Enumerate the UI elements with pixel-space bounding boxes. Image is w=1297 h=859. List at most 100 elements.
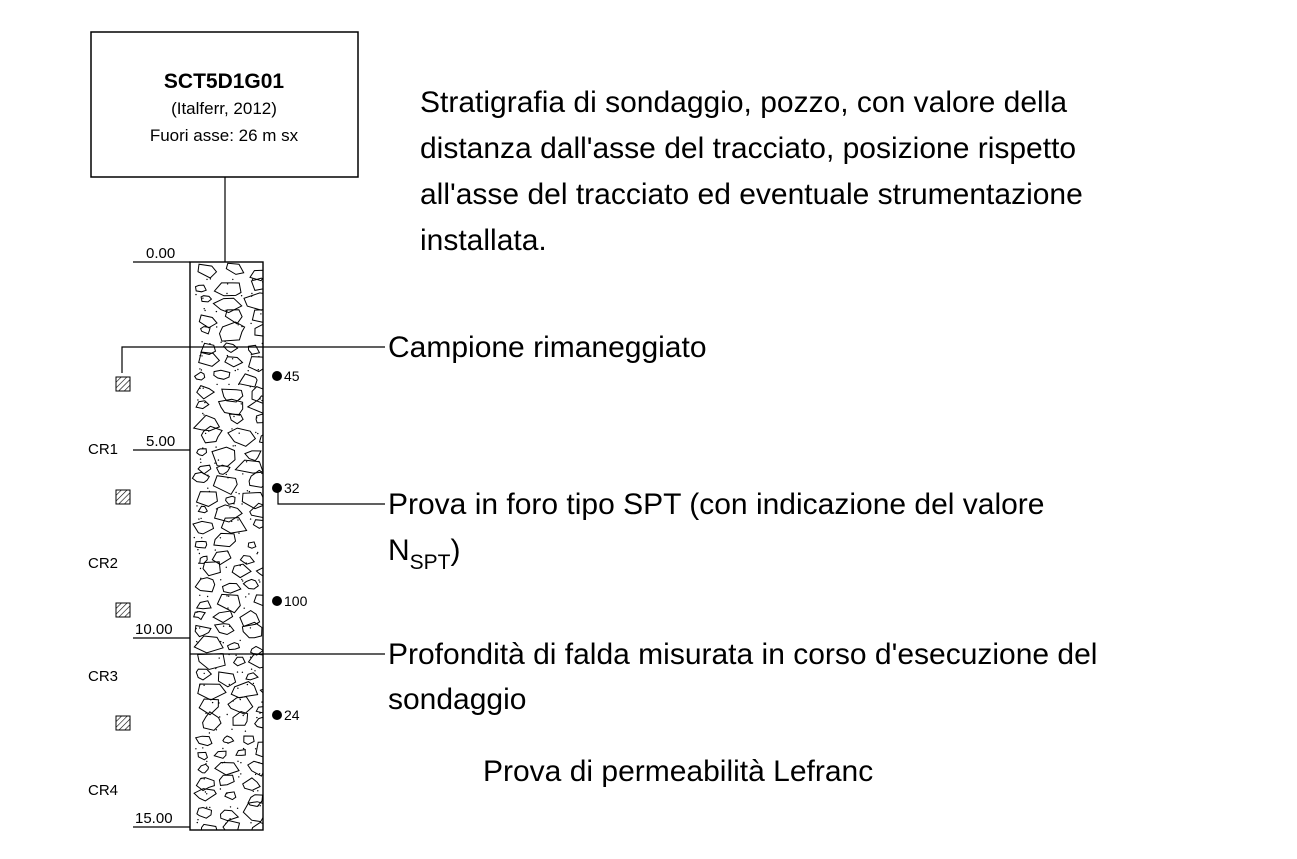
gravel-clast <box>224 309 243 325</box>
gravel-clast <box>213 504 243 523</box>
gravel-clast <box>252 519 263 529</box>
sand-dot <box>215 667 217 670</box>
gravel-clast <box>197 683 227 701</box>
description-line: distanza dall'asse del tracciato, posizi… <box>420 132 1076 165</box>
sand-dot <box>271 446 272 447</box>
sand-dot <box>195 293 197 296</box>
sample-square <box>115 489 131 505</box>
sand-dot <box>219 788 222 790</box>
gravel-clast <box>247 794 263 808</box>
sand-dot <box>226 595 228 597</box>
sand-dot <box>203 672 205 675</box>
sand-dot <box>207 487 209 489</box>
sand-dot <box>200 369 203 371</box>
gravel-clast <box>221 388 244 403</box>
sand-dot <box>237 687 239 689</box>
gravel-clast <box>198 351 221 367</box>
sand-dot <box>199 627 201 629</box>
sand-dot <box>232 278 234 281</box>
sand-dot <box>195 748 197 750</box>
sand-dot <box>245 461 248 463</box>
sand-dot <box>257 790 259 792</box>
sand-dot <box>208 430 210 432</box>
gravel-clast <box>214 761 240 776</box>
gravel-clast <box>193 371 206 381</box>
sand-dot <box>219 537 222 539</box>
sand-dot <box>249 627 252 629</box>
sand-dot <box>222 642 224 644</box>
sand-dot <box>211 701 214 704</box>
sand-dot <box>249 386 251 388</box>
gravel-clast <box>226 642 241 651</box>
sand-dot <box>267 313 268 314</box>
sand-dot <box>227 742 229 744</box>
sand-dot <box>244 730 247 732</box>
sand-dot <box>257 551 259 554</box>
sand-dot <box>238 776 240 778</box>
sand-dot <box>231 520 233 523</box>
spt-value: 32 <box>284 480 300 496</box>
gravel-clast <box>255 706 263 714</box>
gravel-clast <box>216 593 241 614</box>
sand-dot <box>197 819 199 821</box>
sand-dot <box>232 445 234 447</box>
gravel-clast <box>212 475 238 496</box>
gravel-clast <box>234 459 263 474</box>
sand-dot <box>270 343 271 344</box>
sand-dot <box>258 579 260 581</box>
gravel-clast <box>195 668 213 681</box>
gravel-clast <box>191 471 211 484</box>
sand-dot <box>246 683 249 686</box>
gravel-clast <box>241 491 263 510</box>
sand-dot <box>229 833 230 834</box>
sample-square <box>115 715 131 731</box>
sand-dot <box>220 579 222 581</box>
spt-dot <box>272 710 282 720</box>
gravel-clast <box>228 413 244 425</box>
sand-dot <box>226 713 228 716</box>
sand-dot <box>242 580 244 582</box>
gravel-clast <box>193 788 217 802</box>
depth-marker-10: 10.00 <box>133 621 190 639</box>
sand-dot <box>249 518 252 520</box>
gravel-clast <box>197 751 208 761</box>
gravel-clast <box>192 520 215 535</box>
gravel-clast <box>255 413 263 424</box>
gravel-clast <box>245 672 259 681</box>
sample-label: CR4 <box>88 782 118 799</box>
sand-dot <box>225 473 227 476</box>
sand-dot <box>245 562 247 564</box>
sand-dot <box>238 493 240 495</box>
sand-dot <box>240 403 242 405</box>
borehole-id: SCT5D1G01 <box>164 70 285 93</box>
sand-dot <box>202 297 204 299</box>
gravel-clast <box>222 342 239 353</box>
legend-lefranc: Prova di permeabilità Lefranc <box>483 755 873 788</box>
sample-square <box>115 602 131 618</box>
sand-dot <box>228 595 230 597</box>
description-block: Stratigrafia di sondaggio, pozzo, con va… <box>420 86 1083 257</box>
gravel-clast <box>241 621 263 639</box>
sand-dot <box>226 354 229 357</box>
gravel-clast <box>258 434 263 444</box>
sand-dot <box>229 806 232 808</box>
sand-dot <box>229 818 231 820</box>
gravel-clast <box>251 309 263 323</box>
sand-dot <box>239 639 241 642</box>
sand-dot <box>224 340 226 343</box>
sand-dot <box>202 412 204 415</box>
gravel-clast <box>212 610 234 624</box>
sand-dot <box>259 581 261 583</box>
sand-dot <box>265 533 266 534</box>
sand-dot <box>237 368 239 371</box>
gravel-clast <box>213 282 242 297</box>
depth-marker-5: 5.00 <box>133 433 190 451</box>
sand-dot <box>227 607 229 609</box>
sand-dot <box>199 368 201 370</box>
sand-dot <box>225 566 227 568</box>
sand-dot <box>201 341 203 343</box>
sand-dot <box>266 701 267 702</box>
gravel-clast <box>218 774 235 786</box>
sand-dot <box>235 654 237 656</box>
spt-value: 24 <box>284 707 300 723</box>
